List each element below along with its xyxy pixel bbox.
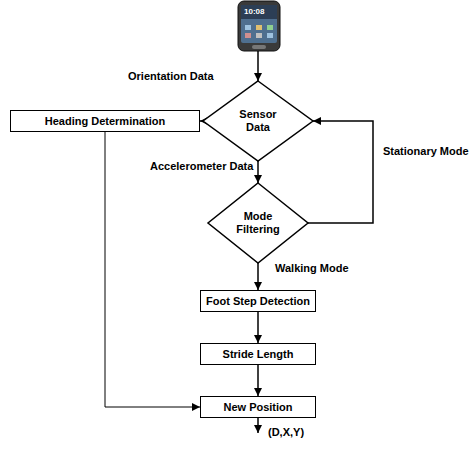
flow-arrow: [308, 121, 373, 223]
decision-diamond: Sensor Data: [203, 81, 313, 161]
edge-label: Accelerometer Data: [150, 160, 253, 172]
process-box: Stride Length: [200, 343, 316, 365]
flow-arrow: [105, 132, 200, 407]
edge-label: Stationary Mode: [383, 145, 469, 157]
flow-arrow: [257, 161, 259, 183]
node-text: Mode Filtering: [227, 210, 289, 236]
flow-arrow: [257, 365, 259, 396]
decision-diamond: Mode Filtering: [208, 183, 308, 263]
node-text: New Position: [223, 401, 292, 414]
process-box: Foot Step Detection: [200, 290, 316, 312]
flow-arrow: [257, 263, 259, 290]
edge-label: Walking Mode: [275, 262, 349, 274]
node-text: Stride Length: [223, 348, 294, 361]
output-arrow: [257, 418, 259, 433]
node-text: Foot Step Detection: [206, 295, 310, 308]
phone-clock: 10:08: [244, 7, 264, 16]
output-label: (D,X,Y): [268, 426, 304, 438]
flow-arrow: [257, 312, 259, 343]
process-box: Heading Determination: [10, 110, 200, 132]
node-text: Sensor Data: [227, 108, 289, 134]
process-box: New Position: [200, 396, 316, 418]
connector-group: [105, 121, 373, 407]
node-text: Heading Determination: [45, 115, 165, 128]
edge-label: Orientation Data: [128, 70, 214, 82]
input-arrow: [257, 51, 259, 81]
phone-illustration: [238, 1, 280, 51]
